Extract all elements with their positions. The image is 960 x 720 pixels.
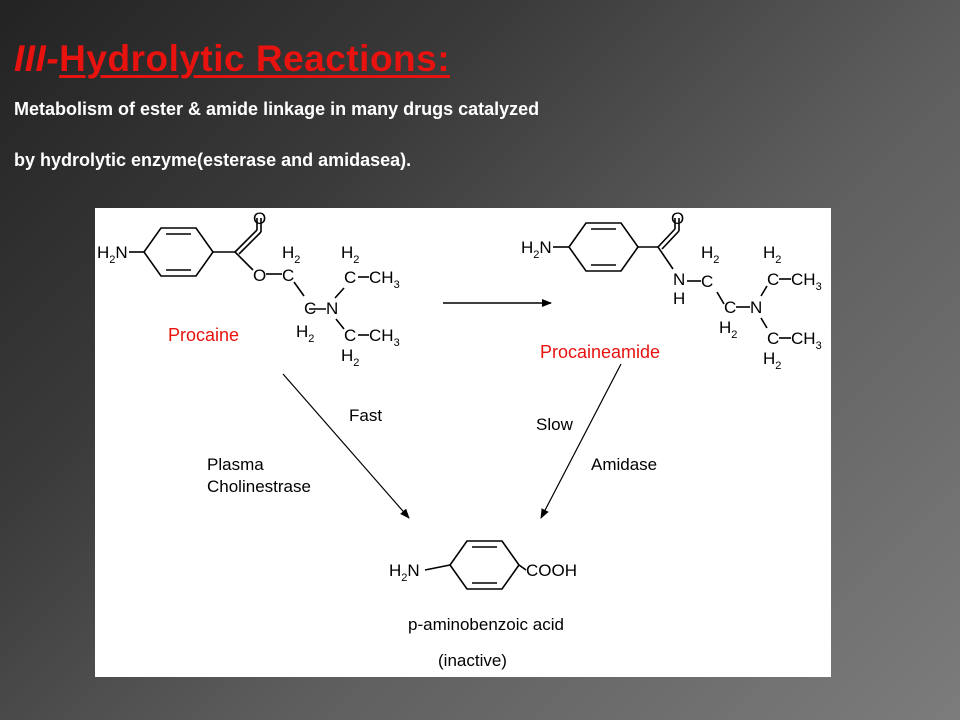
procaine-label: Procaine bbox=[168, 325, 239, 345]
atom-labels: H2N O O H2 C C N H2 H2 C CH3 C CH3 H2 H2… bbox=[97, 209, 822, 584]
title-roman-numeral: III- bbox=[14, 38, 60, 79]
svg-text:CH3: CH3 bbox=[369, 326, 400, 349]
svg-text:N: N bbox=[326, 299, 338, 318]
svg-text:N: N bbox=[750, 298, 762, 317]
title-text: Hydrolytic Reactions: bbox=[59, 38, 451, 79]
svg-text:H2N: H2N bbox=[521, 238, 552, 261]
svg-text:CH3: CH3 bbox=[791, 329, 822, 352]
plasma-label: Plasma bbox=[207, 455, 264, 474]
procaineamide-benzene-ring bbox=[568, 222, 639, 272]
cholinestrase-label: Cholinestrase bbox=[207, 477, 311, 496]
fast-label: Fast bbox=[349, 406, 382, 425]
svg-text:H2N: H2N bbox=[97, 243, 128, 266]
amidase-label: Amidase bbox=[591, 455, 657, 474]
svg-text:C: C bbox=[282, 266, 294, 285]
subtitle-line-1: Metabolism of ester & amide linkage in m… bbox=[14, 99, 540, 119]
svg-text:C: C bbox=[767, 270, 779, 289]
svg-text:CH3: CH3 bbox=[369, 268, 400, 291]
procaine-bonds bbox=[129, 218, 369, 336]
svg-text:C: C bbox=[344, 326, 356, 345]
paba-bonds bbox=[424, 564, 527, 571]
svg-text:N: N bbox=[673, 270, 685, 289]
svg-text:H2: H2 bbox=[341, 346, 359, 369]
product-name-label: p-aminobenzoic acid bbox=[408, 615, 564, 634]
fast-hydrolysis-arrow bbox=[282, 373, 410, 519]
svg-text:O: O bbox=[253, 209, 266, 228]
svg-text:H2: H2 bbox=[701, 243, 719, 266]
slide-title: III-Hydrolytic Reactions: bbox=[14, 38, 450, 80]
cooh-group-label: COOH bbox=[526, 561, 577, 580]
paba-benzene-ring bbox=[449, 540, 520, 590]
procaineamide-bonds bbox=[553, 218, 791, 339]
slow-label: Slow bbox=[536, 415, 574, 434]
svg-text:O: O bbox=[253, 266, 266, 285]
svg-text:O: O bbox=[671, 209, 684, 228]
procaine-benzene-ring bbox=[143, 227, 214, 277]
procaineamide-label: Procaineamide bbox=[540, 342, 660, 362]
svg-text:C: C bbox=[304, 299, 316, 318]
svg-text:H2: H2 bbox=[341, 243, 359, 266]
svg-text:H2: H2 bbox=[282, 243, 300, 266]
svg-text:CH3: CH3 bbox=[791, 270, 822, 293]
svg-text:C: C bbox=[701, 272, 713, 291]
svg-text:C: C bbox=[724, 298, 736, 317]
svg-text:C: C bbox=[344, 268, 356, 287]
reaction-scheme-figure: H2N O O H2 C C N H2 H2 C CH3 C CH3 H2 H2… bbox=[95, 208, 831, 677]
svg-text:H: H bbox=[673, 289, 685, 308]
svg-text:H2N: H2N bbox=[389, 561, 420, 584]
svg-text:H2: H2 bbox=[296, 322, 314, 345]
reaction-scheme-svg: H2N O O H2 C C N H2 H2 C CH3 C CH3 H2 H2… bbox=[97, 209, 822, 670]
product-note-label: (inactive) bbox=[438, 651, 507, 670]
subtitle-line-2: by hydrolytic enzyme(esterase and amidas… bbox=[14, 150, 412, 170]
svg-text:H2: H2 bbox=[763, 349, 781, 372]
svg-text:H2: H2 bbox=[719, 318, 737, 341]
svg-text:C: C bbox=[767, 329, 779, 348]
svg-text:H2: H2 bbox=[763, 243, 781, 266]
slow-hydrolysis-arrow bbox=[540, 363, 622, 519]
